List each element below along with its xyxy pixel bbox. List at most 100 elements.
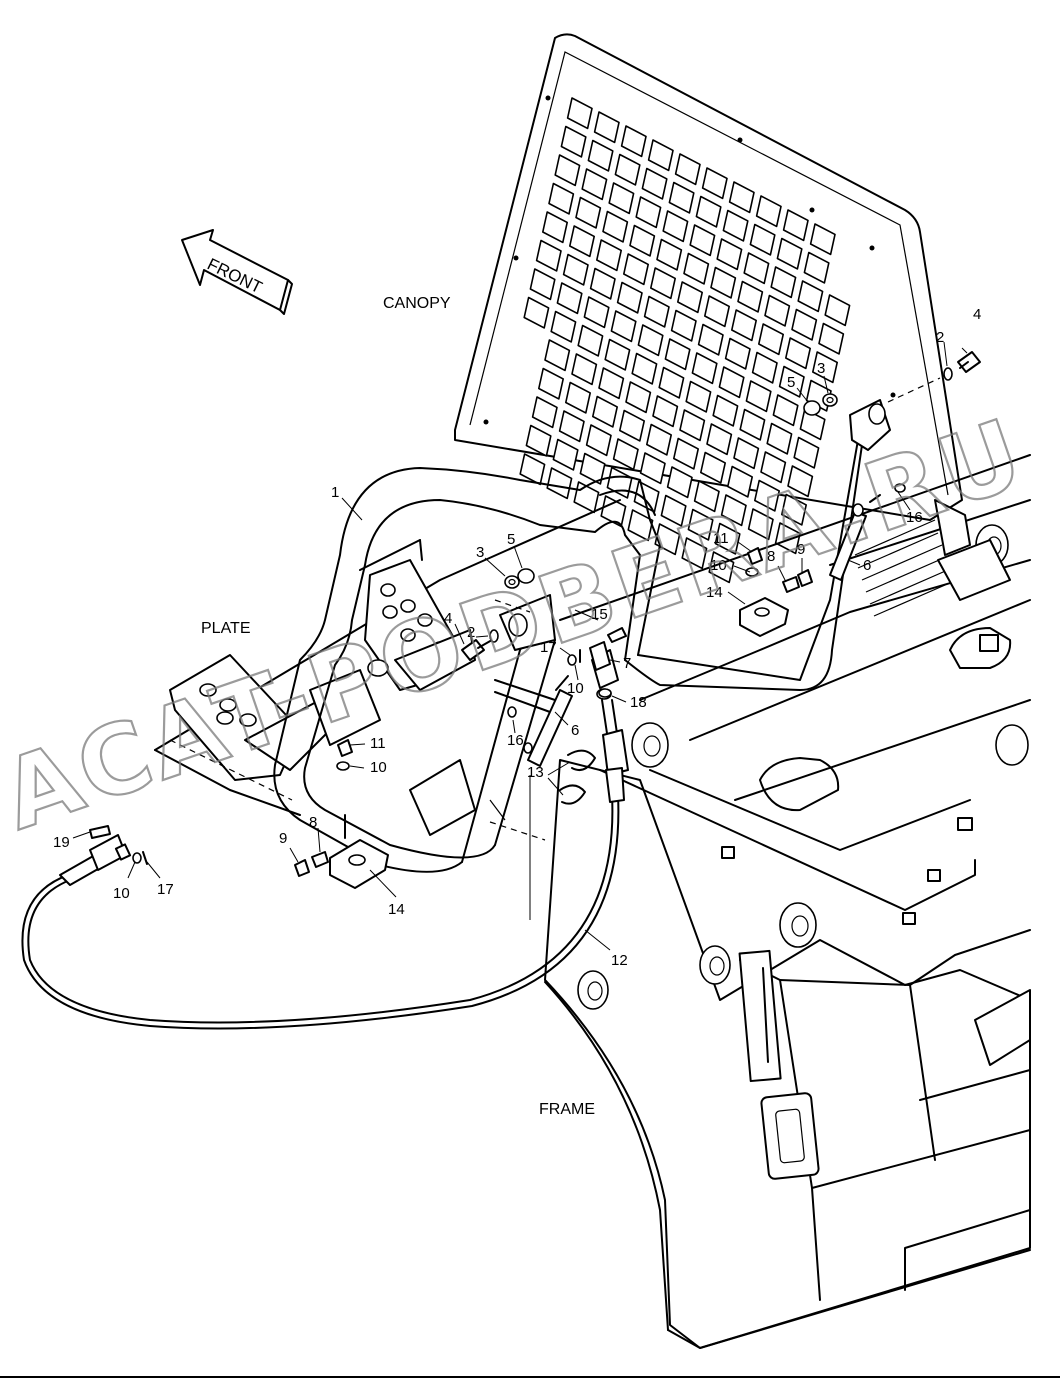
mesh-cell (824, 294, 851, 327)
mesh-cell (764, 294, 791, 327)
mesh-cell (803, 251, 830, 284)
mesh-cell (616, 281, 643, 314)
callout-8: 8 (767, 548, 775, 565)
mesh-cell (714, 522, 741, 555)
mesh-cell (812, 351, 838, 384)
callout-9: 9 (797, 541, 805, 558)
mesh-cell (646, 423, 672, 456)
mesh-cell (631, 352, 658, 385)
mesh-cell (718, 366, 745, 399)
mesh-cell (589, 267, 616, 300)
mesh-cell (565, 381, 591, 414)
callout-15: 15 (591, 606, 608, 623)
mesh-cell (770, 266, 797, 299)
mesh-cell (554, 154, 581, 187)
mesh-cell (809, 223, 836, 256)
mesh-cell (666, 466, 693, 499)
mesh-cell (658, 366, 685, 399)
canopy-label: CANOPY (383, 295, 451, 312)
callout-6: 6 (863, 557, 871, 574)
mesh-cell (656, 238, 683, 271)
mesh-cell (612, 438, 639, 471)
safety-bar (273, 399, 891, 873)
mesh-cell (577, 324, 604, 357)
callout-6: 6 (571, 722, 579, 739)
mesh-cell (531, 396, 558, 429)
front-direction-arrow: FRONT (181, 229, 293, 315)
mesh-cell (592, 395, 618, 428)
callout-12: 12 (611, 952, 628, 969)
mesh-cell (791, 308, 818, 341)
mesh-cell (569, 225, 595, 258)
mesh-cell (596, 239, 622, 272)
mesh-cell (681, 537, 708, 570)
mesh-cell (535, 239, 562, 272)
mesh-cell (604, 338, 631, 371)
mesh-cell (552, 438, 579, 471)
mesh-cell (722, 209, 749, 242)
mesh-cell (650, 267, 676, 300)
mesh-cell (560, 125, 587, 158)
mesh-cell (704, 295, 730, 328)
mesh-cell (625, 381, 652, 414)
mesh-cell (556, 282, 583, 315)
callout-17: 17 (157, 881, 174, 898)
mesh-cell (799, 408, 826, 441)
mesh-cell (629, 224, 656, 257)
gas-spring-left (523, 675, 573, 767)
mesh-cell (693, 480, 720, 513)
callout-16: 16 (507, 732, 524, 749)
cooler-fins (854, 519, 953, 617)
mesh-cell (583, 296, 610, 329)
mesh-cell (797, 280, 824, 313)
mesh-cell (542, 211, 568, 244)
mesh-cell (745, 380, 772, 413)
mesh-cell (743, 252, 770, 285)
mesh-cell (585, 424, 612, 457)
gas-spring-right (829, 494, 881, 581)
callout-7: 7 (623, 655, 631, 672)
callout-3: 3 (817, 360, 825, 377)
mesh-cell (548, 182, 575, 215)
callout-5: 5 (507, 531, 515, 548)
callout-11: 11 (713, 530, 729, 547)
mesh-cell (614, 153, 641, 186)
mesh-cell (641, 167, 668, 200)
mesh-cell (562, 253, 589, 286)
callout-18: 18 (630, 694, 647, 711)
control-cable (21, 649, 629, 1030)
mesh-cell (523, 296, 550, 329)
mesh-cell (739, 408, 766, 441)
mesh-cell (697, 323, 724, 356)
watermark: ACAT-PODBERA.RU (0, 397, 1039, 852)
mesh-cell (708, 551, 735, 584)
screen-bolts (483, 95, 896, 425)
mesh-cell (660, 494, 687, 527)
mesh-cell (751, 351, 778, 384)
callout-13: 13 (527, 764, 544, 781)
mesh-cell (623, 253, 649, 286)
mesh-cell (758, 323, 784, 356)
callout-4: 4 (973, 306, 981, 323)
mesh-cell (700, 451, 726, 484)
mesh-cell (647, 139, 674, 172)
mesh-cell (731, 309, 757, 342)
plate-label: PLATE (201, 620, 251, 637)
mesh-cell (793, 436, 820, 469)
mesh-cell (581, 168, 608, 201)
mesh-cell (710, 266, 737, 299)
mesh-cell (720, 494, 747, 527)
mesh-cell (571, 353, 598, 386)
mesh-cell (774, 522, 801, 555)
mesh-cell (670, 309, 697, 342)
mesh-cell (639, 452, 666, 485)
mesh-cell (712, 394, 739, 427)
mesh-cell (772, 394, 799, 427)
callout-14: 14 (706, 584, 723, 601)
mesh-cell (687, 508, 714, 541)
mesh-cell (787, 465, 814, 498)
callout-2: 2 (467, 624, 475, 641)
mesh-cell (668, 181, 695, 214)
callout-9: 9 (279, 830, 287, 847)
